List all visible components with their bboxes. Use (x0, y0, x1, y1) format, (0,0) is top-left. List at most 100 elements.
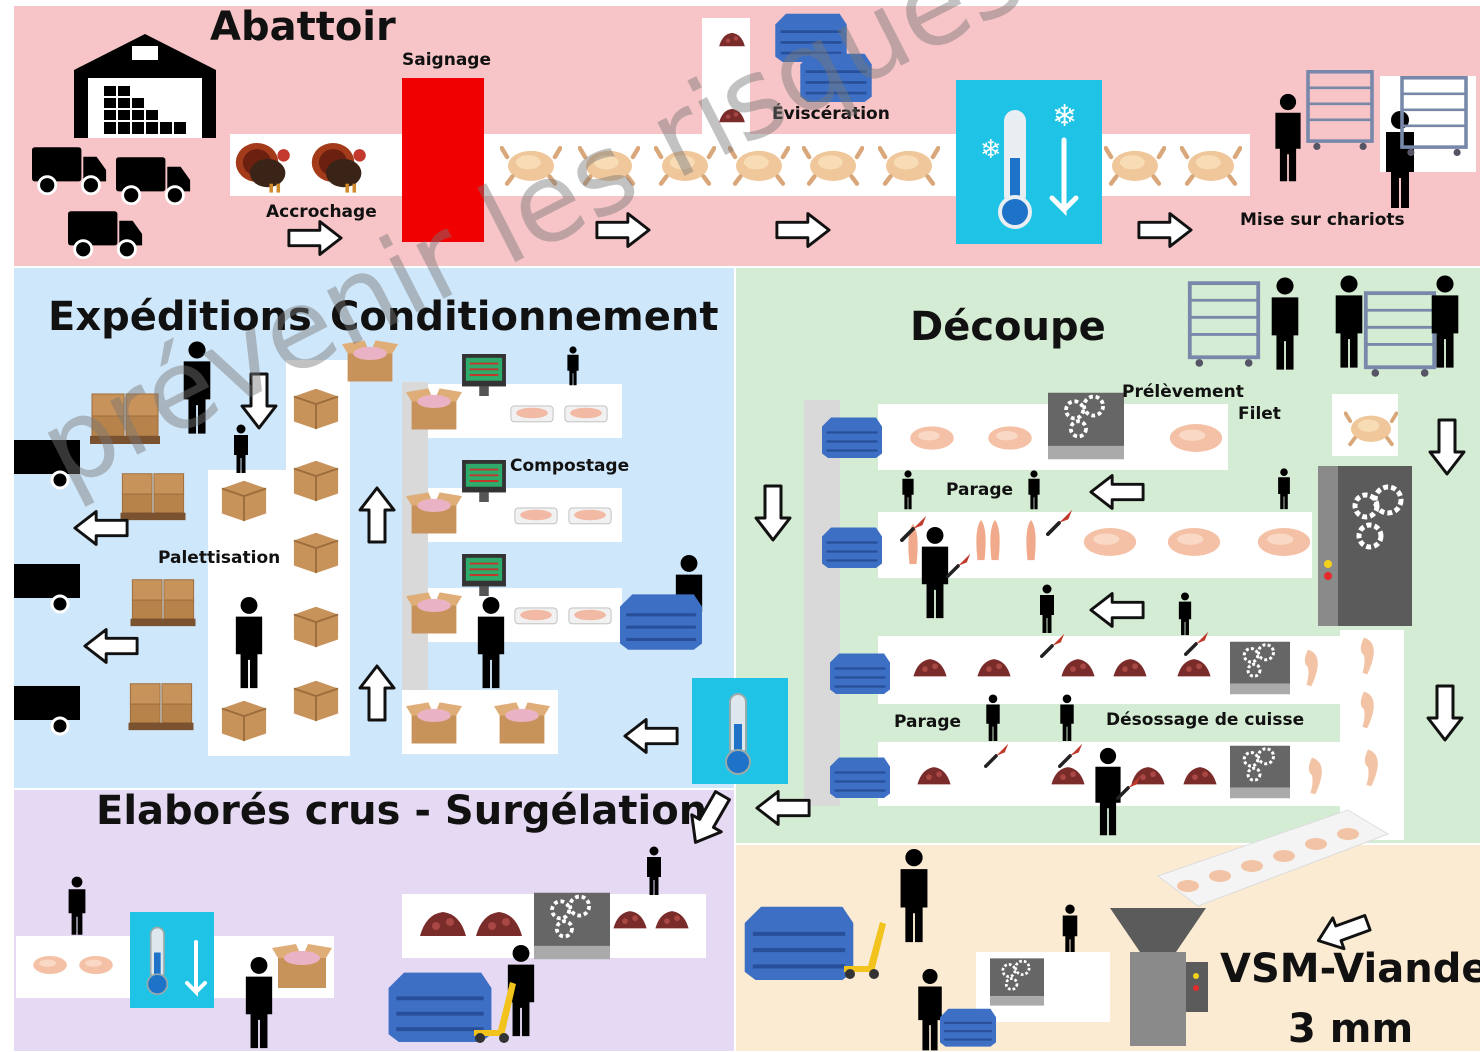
filet-icon (984, 424, 1036, 452)
parage-label-1: Parage (946, 480, 1014, 500)
arrow-icon (1428, 418, 1466, 476)
arrow-icon (1312, 912, 1370, 952)
machine-gear-icon (1318, 466, 1404, 626)
cooling-cell (692, 678, 788, 784)
crate-icon (940, 1004, 996, 1050)
machine-gear-icon (534, 886, 610, 966)
knife-icon (1040, 632, 1066, 658)
meat-pile-icon (1182, 764, 1218, 786)
box-icon (292, 458, 340, 502)
thermometer-icon: ❄ ❄ (980, 99, 1079, 229)
arrow-icon (594, 210, 652, 250)
arrow-icon (240, 372, 278, 430)
grinder-icon (1110, 908, 1208, 1046)
expeditions-title: Expéditions (48, 294, 312, 340)
knife-icon (946, 552, 972, 578)
pallet-icon (128, 680, 194, 732)
box-icon (406, 384, 462, 432)
svg-text:❄: ❄ (1052, 99, 1077, 134)
screen-icon (462, 354, 506, 396)
turkey-icon (234, 138, 296, 194)
arrow-icon (1086, 590, 1144, 630)
worker-icon (1052, 904, 1088, 956)
leg-icon (1304, 756, 1328, 796)
meat-pile-icon (418, 908, 468, 938)
crate-icon (824, 756, 896, 798)
worker-icon (1266, 276, 1304, 372)
offal-icon (718, 28, 746, 50)
elabores-title: Elaborés crus - Surgélation (96, 788, 708, 834)
cooling-room: ❄ ❄ (956, 80, 1102, 244)
machine-gear-icon (1230, 736, 1290, 808)
worker-icon (1330, 274, 1368, 370)
carcass-icon (878, 142, 940, 188)
worker-icon (890, 470, 926, 510)
filet-icon (1082, 522, 1138, 562)
arrow-icon (1136, 210, 1194, 250)
meat-pile-icon (916, 764, 952, 786)
box-icon (220, 698, 268, 742)
thermometer-icon (725, 693, 751, 775)
palettisation-label: Palettisation (158, 548, 281, 568)
filet-icon (1166, 522, 1222, 562)
crate-icon (816, 416, 888, 458)
turkey-icon (310, 138, 372, 194)
trailer-icon (14, 562, 84, 614)
worker-icon (1030, 584, 1064, 634)
pallet-icon (90, 390, 160, 446)
arrow-icon (752, 788, 810, 828)
meat-pile-icon (1176, 656, 1212, 678)
decoupe-title: Découpe (910, 304, 1106, 350)
crate-icon (824, 652, 896, 694)
meat-pile-icon (654, 908, 690, 930)
carcass-icon (802, 142, 864, 188)
knife-icon (1046, 508, 1074, 536)
return-conveyor (804, 400, 840, 806)
worker-icon (472, 596, 510, 690)
filet-icon (906, 424, 958, 452)
carcass-icon (1180, 142, 1242, 188)
arrow-icon (754, 484, 792, 542)
trolley-icon (1300, 70, 1380, 150)
leg-icon (1360, 748, 1384, 788)
worker-icon (58, 876, 96, 936)
meat-pile-icon (1112, 656, 1148, 678)
offal-icon (718, 104, 746, 126)
tray-icon (564, 402, 608, 424)
pallet-jack-icon (474, 982, 516, 1043)
box-icon (494, 698, 550, 746)
mise-sur-chariots-label: Mise sur chariots (1240, 210, 1405, 230)
meat-pile-icon (1060, 656, 1096, 678)
worker-icon (230, 596, 268, 690)
leg-icon (1356, 636, 1380, 676)
box-icon (406, 698, 462, 746)
leg-conveyor (1340, 630, 1404, 840)
vsm-title: VSM-Viande (1220, 946, 1480, 992)
worker-icon (894, 848, 934, 944)
truck-icon (68, 206, 144, 262)
conditionnement-title: Conditionnement (330, 294, 719, 340)
arrow-icon (1426, 684, 1464, 742)
truck-icon (32, 142, 108, 198)
box-icon (406, 588, 462, 636)
carcass-icon (728, 142, 790, 188)
filet-label: Filet (1238, 404, 1281, 424)
crate-icon (796, 52, 876, 102)
aiguillette-icon (988, 518, 1002, 562)
cutting-machine (1318, 466, 1412, 626)
knife-icon (984, 742, 1010, 768)
prelevement-label: Prélèvement (1122, 382, 1244, 402)
freezing-cell (130, 912, 214, 1008)
carcass-icon (1344, 400, 1398, 456)
filet-icon (32, 954, 68, 976)
worker-icon (226, 424, 256, 474)
carcass-icon (500, 142, 562, 188)
crate-icon (816, 526, 888, 568)
tray-icon (514, 504, 558, 526)
accrochage-label: Accrochage (266, 202, 377, 222)
worker-icon (976, 694, 1010, 742)
carcass-icon (1104, 142, 1166, 188)
saignage-label: Saignage (402, 50, 491, 70)
meat-pile-icon (912, 656, 948, 678)
worker-icon (1016, 470, 1052, 510)
